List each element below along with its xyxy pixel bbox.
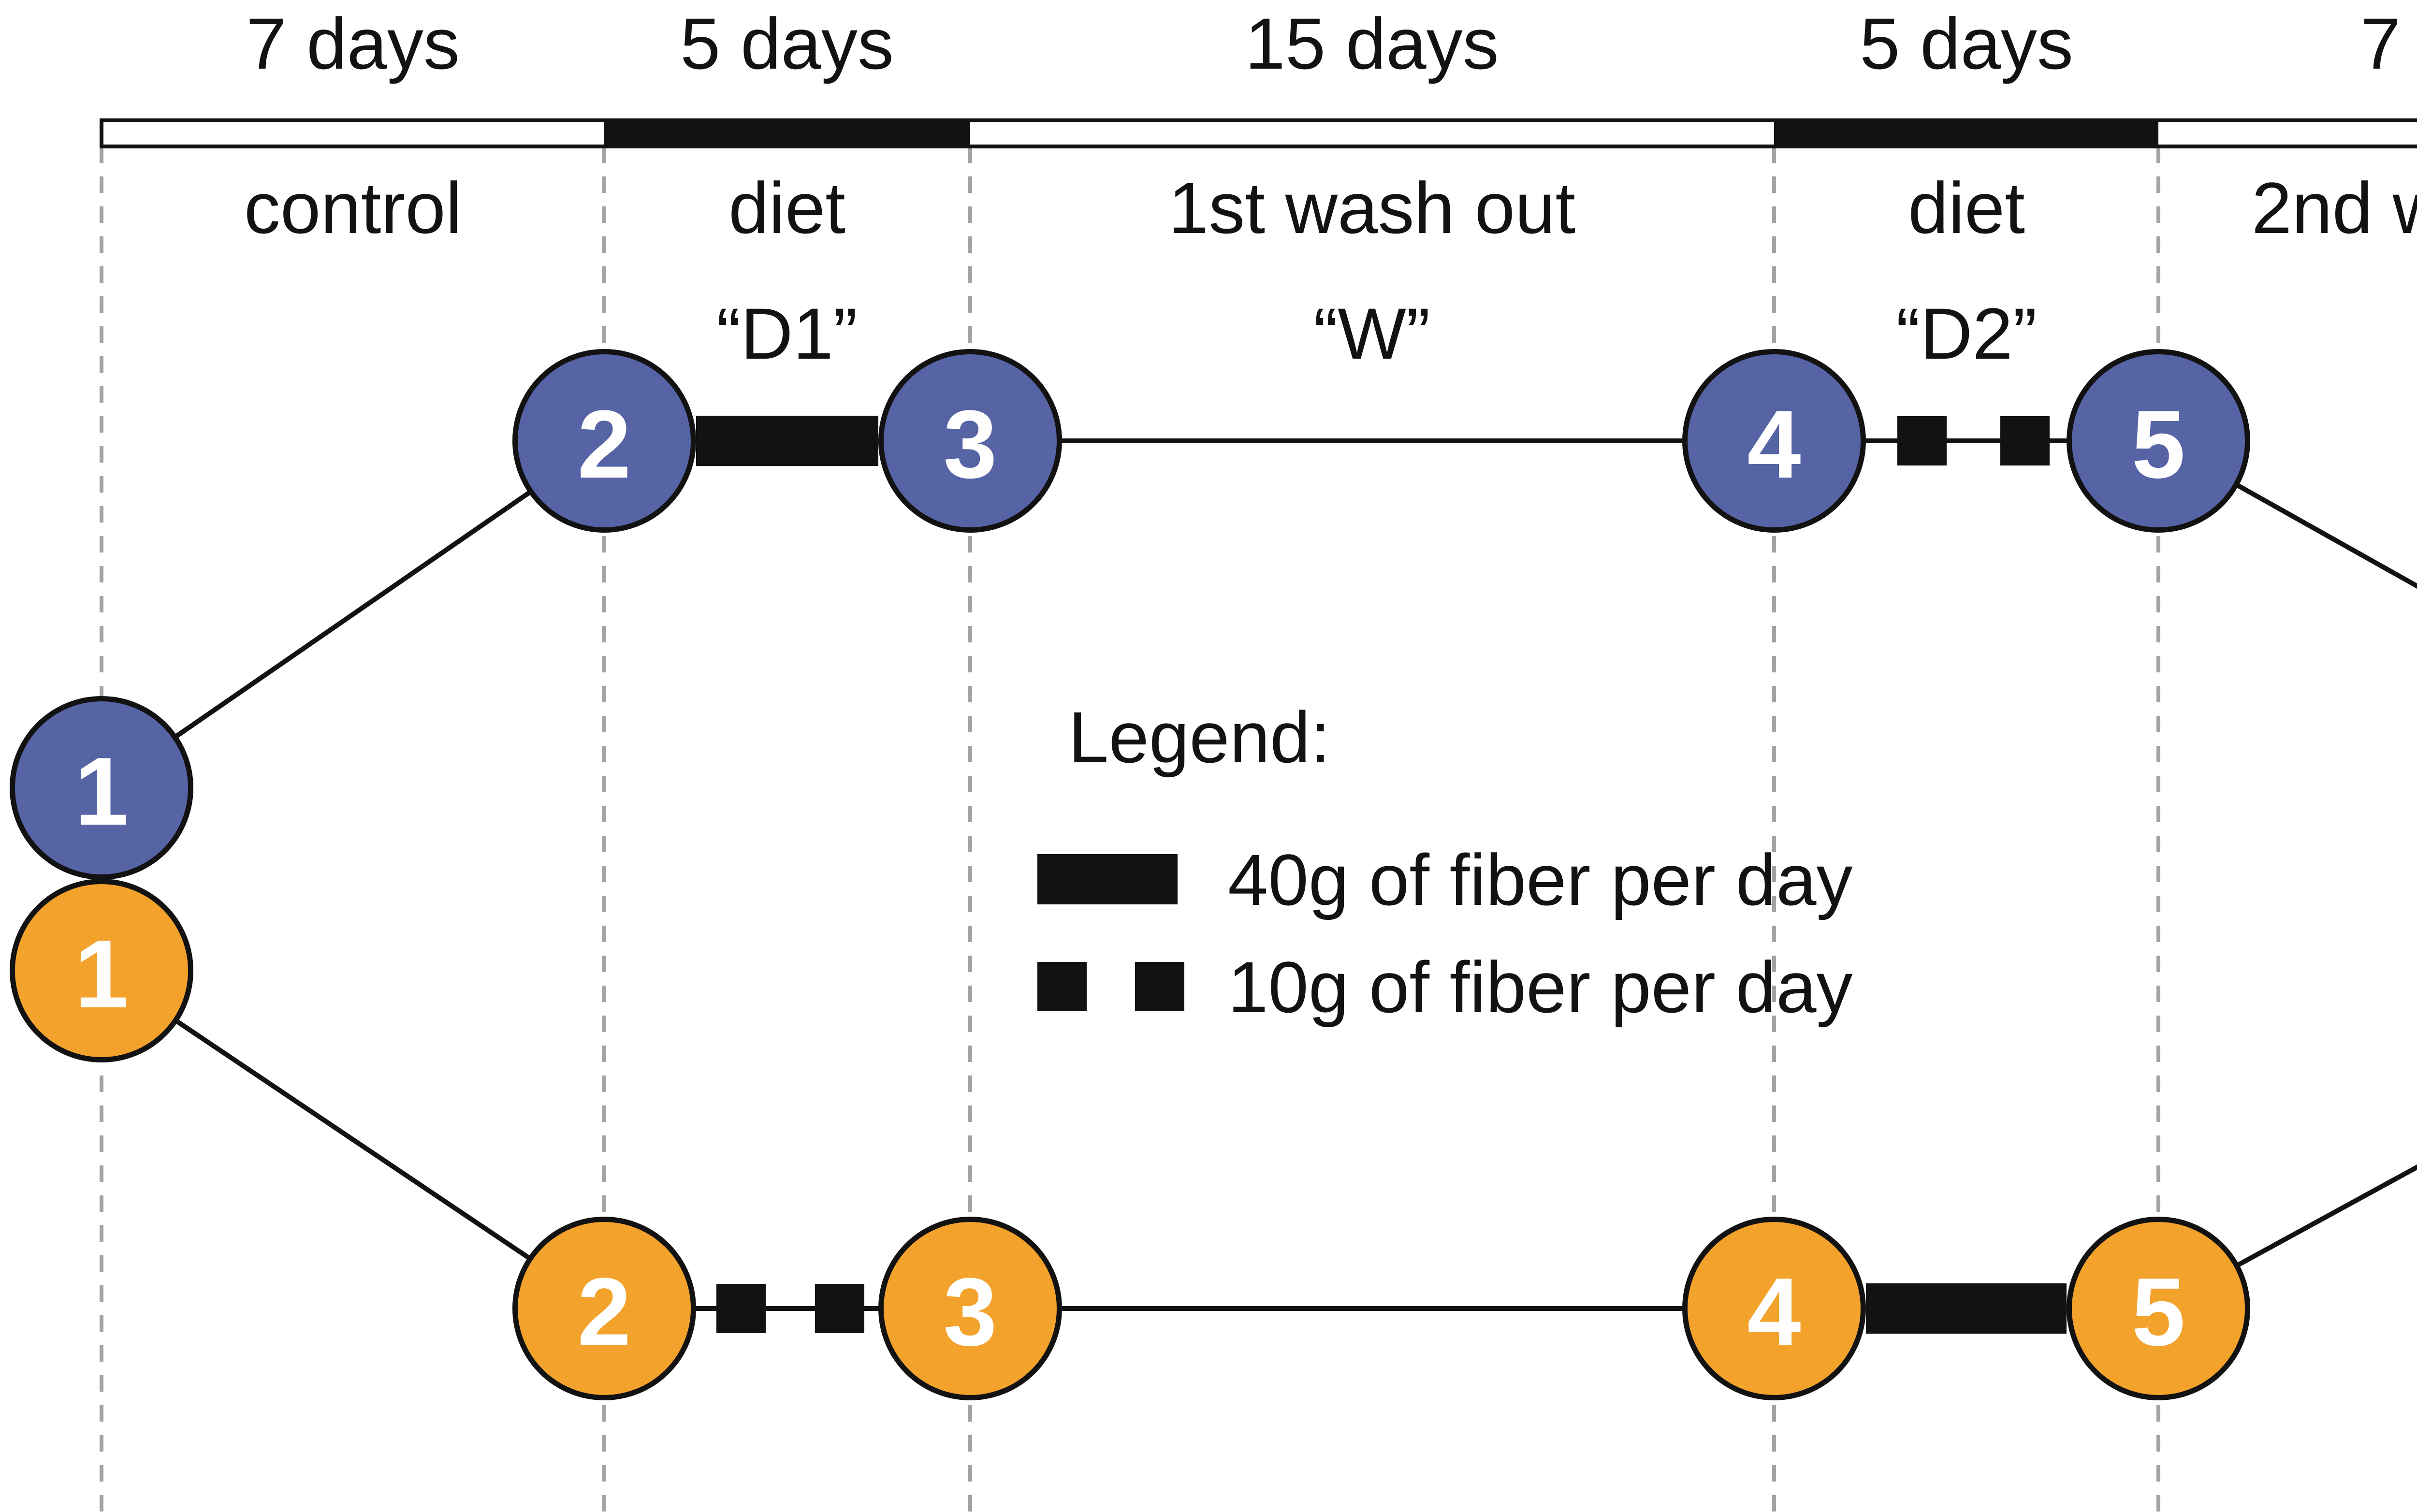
node-number: 4 [1747,391,1801,498]
fiber-10g-square-top-a [1897,416,1947,465]
legend-swatch-10g-square-icon [1135,962,1184,1011]
legend-swatch-40g-bar-icon [1037,854,1178,904]
connector-bottom-5-6 [2157,1164,2417,1311]
connector-top-5-6 [2157,438,2417,589]
node-circle-top-5: 5 [2067,349,2250,533]
node-circle-top-2: 2 [512,349,696,533]
node-circle-bottom-3: 3 [878,1217,1062,1400]
node-number: 3 [943,1258,997,1366]
legend-swatch-10g-square-icon [1037,962,1087,1011]
node-circle-top-4: 4 [1682,349,1866,533]
node-number: 2 [577,1258,631,1366]
phase-duration-label: 5 days [1860,3,2073,84]
fiber-10g-square-bottom-b [815,1284,864,1333]
phase-duration-label: 5 days [680,3,894,84]
phase-name-label: 2nd wash out [2251,167,2417,248]
fiber-40g-bar-top [696,416,878,466]
legend-item-label-40g: 40g of fiber per day [1228,839,1853,920]
connector-bottom-1-2 [100,968,606,1311]
phase-name-label: diet [1908,167,2025,248]
connector-top-1-2 [100,438,606,790]
diet-segment-2 [1774,118,2158,148]
phase-name-label: 1st wash out [1168,167,1576,248]
node-circle-top-3: 3 [878,349,1062,533]
node-number: 5 [2131,391,2185,498]
phase-name-label: diet [728,167,845,248]
node-circle-top-1: 1 [10,696,193,880]
node-number: 3 [943,391,997,498]
node-circle-bottom-2: 2 [512,1217,696,1400]
fiber-10g-square-top-b [2000,416,2050,465]
interval-code-label-w: “W” [1313,293,1430,374]
fiber-10g-square-bottom-a [716,1284,766,1333]
interval-code-label-d1: “D1” [716,293,858,374]
node-number: 1 [74,920,129,1028]
node-circle-bottom-4: 4 [1682,1217,1866,1400]
node-circle-bottom-5: 5 [2067,1217,2250,1400]
fiber-40g-bar-bottom [1866,1283,2067,1334]
phase-duration-label: 15 days [1245,3,1499,84]
interval-code-label-d2: “D2” [1896,293,2037,374]
phase-name-label: control [244,167,462,248]
legend-title: Legend: [1068,697,1331,778]
phase-duration-label: 7 days [2360,3,2417,84]
node-number: 5 [2131,1258,2185,1366]
node-circle-bottom-1: 1 [10,879,193,1062]
diet-segment-1 [604,118,970,148]
node-number: 4 [1747,1258,1801,1366]
node-number: 1 [74,738,129,845]
phase-duration-label: 7 days [246,3,460,84]
node-number: 2 [577,391,631,498]
legend-item-label-10g: 10g of fiber per day [1228,946,1853,1028]
